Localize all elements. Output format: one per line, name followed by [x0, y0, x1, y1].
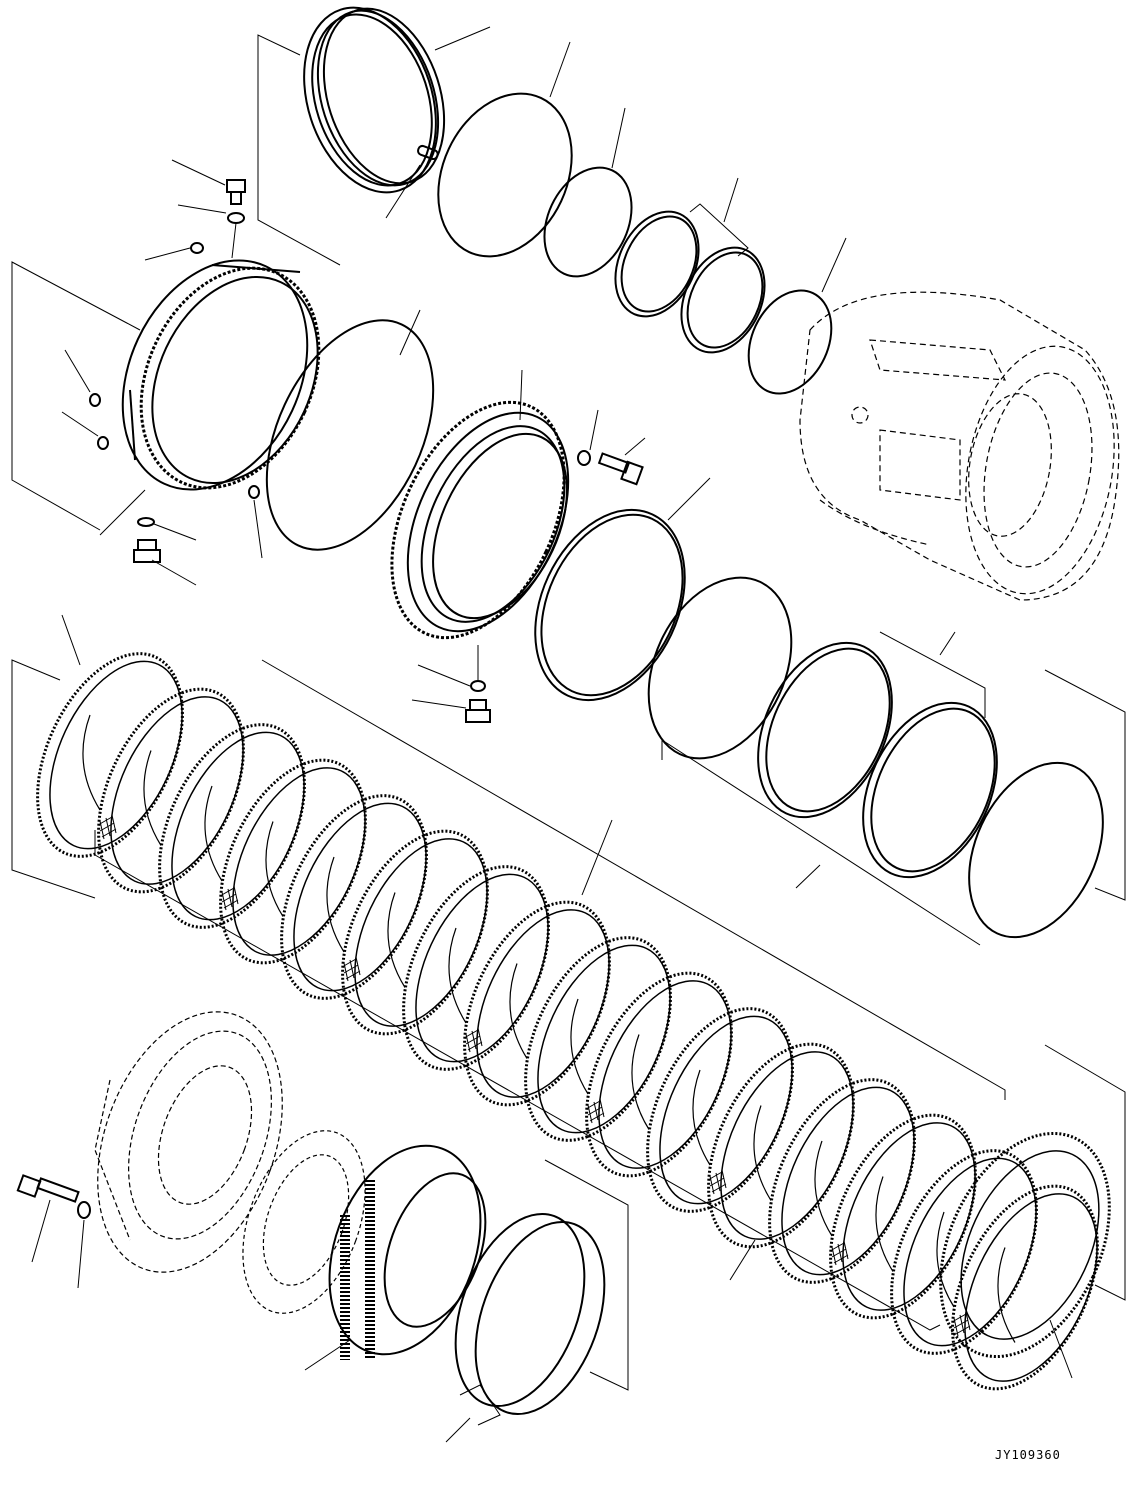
washer-piston-lower — [470, 680, 486, 692]
leader-line — [723, 177, 739, 223]
pin-small — [190, 242, 204, 254]
clutch-disc — [585, 971, 733, 1178]
washer-piston — [577, 450, 591, 466]
leader-line — [61, 411, 99, 437]
o-ring-1 — [437, 92, 573, 258]
group-bracket — [689, 203, 749, 257]
leader-line — [99, 489, 146, 536]
clutch-disc — [829, 1113, 977, 1320]
leader-line — [64, 349, 91, 393]
group-bracket-left — [11, 261, 141, 531]
seal-ring-large-top — [303, 6, 446, 194]
seal-ring-group — [757, 641, 1104, 939]
group-bracket-right — [1044, 669, 1126, 901]
leader-line — [549, 41, 571, 98]
sleeve-ring — [454, 1212, 606, 1416]
flange-bolt — [16, 1174, 80, 1203]
group-bracket-discs-left — [11, 659, 96, 899]
clutch-disc — [768, 1078, 916, 1284]
end-plate — [939, 1131, 1111, 1359]
leader-line — [729, 1239, 756, 1281]
drawing-code: JY109360 — [995, 1448, 1061, 1462]
transmission-housing — [799, 291, 1120, 601]
bolt-piston-lower — [465, 699, 491, 723]
leader-line — [144, 247, 191, 261]
group-bracket-discs-bottom — [94, 830, 941, 1331]
clutch-piston — [390, 400, 570, 640]
clutch-disc — [219, 758, 367, 965]
flange-washer — [77, 1201, 91, 1219]
group-bracket-sleeve — [544, 1159, 629, 1391]
pin-small — [97, 436, 109, 450]
group-bracket-discs-top — [261, 659, 1006, 1100]
leader-line — [253, 499, 263, 559]
clutch-disc — [280, 794, 428, 1000]
washer-lower — [137, 517, 155, 527]
o-ring-mid-2 — [647, 576, 793, 760]
o-ring-3 — [747, 289, 833, 395]
leader-line — [411, 699, 467, 709]
pin-small — [248, 485, 260, 499]
clutch-disc — [341, 829, 489, 1036]
seal-ring-mid — [534, 508, 686, 702]
leader-line — [939, 631, 956, 656]
leader-line — [417, 664, 471, 687]
clutch-disc — [646, 1007, 794, 1213]
ring-gear — [121, 259, 321, 491]
clutch-disc — [402, 865, 550, 1071]
leader-line — [61, 614, 81, 666]
dowel-pin — [417, 144, 439, 160]
leader-line — [581, 819, 613, 896]
leader-line — [177, 204, 227, 214]
o-ring-2 — [543, 166, 633, 278]
leader-line — [399, 309, 421, 356]
clutch-disc-stack — [36, 652, 1111, 1391]
leader-line — [153, 523, 197, 541]
group-bracket-sleeve-low — [459, 1384, 501, 1426]
clutch-disc — [951, 1184, 1099, 1391]
leader-line — [171, 159, 226, 186]
leader-line — [519, 369, 523, 421]
leader-line — [304, 1339, 351, 1371]
bolt-lower-left — [133, 539, 161, 563]
leader-line — [77, 1219, 85, 1289]
leader-line — [31, 1199, 51, 1263]
leader-line — [434, 26, 491, 51]
bolt-top — [226, 179, 246, 205]
leader-line — [589, 409, 599, 451]
washer-top — [227, 212, 245, 224]
leader-line — [445, 1417, 471, 1443]
leader-line — [385, 164, 421, 219]
clutch-disc — [463, 900, 611, 1107]
leader-line — [151, 559, 197, 586]
group-bracket-top — [257, 34, 341, 266]
leader-line — [624, 437, 646, 456]
clutch-disc — [707, 1042, 855, 1249]
leader-line — [231, 222, 237, 259]
leader-line — [795, 864, 821, 889]
group-bracket-seal — [879, 631, 986, 718]
group-bracket-endplate — [1044, 1044, 1126, 1301]
leader-line — [667, 477, 711, 521]
leader-line — [821, 237, 847, 293]
clutch-disc — [524, 936, 672, 1142]
pin-small — [89, 393, 101, 407]
leader-line — [1049, 1319, 1073, 1379]
o-ring-large — [265, 319, 435, 551]
bolt-piston — [597, 452, 644, 486]
clutch-disc — [36, 652, 184, 858]
leader-line — [611, 107, 626, 169]
carrier-plate — [94, 1011, 283, 1273]
group-bracket-seal-lower — [661, 739, 981, 946]
clutch-disc — [97, 687, 245, 894]
backup-ring-pair — [614, 210, 766, 354]
clutch-disc — [158, 723, 306, 929]
clutch-disc — [890, 1149, 1038, 1355]
